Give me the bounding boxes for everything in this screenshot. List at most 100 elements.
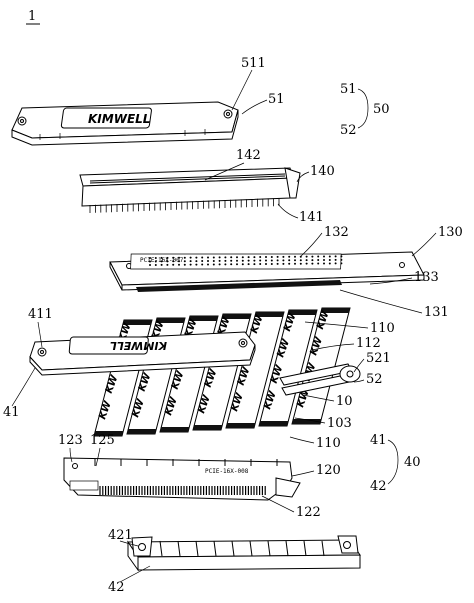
- pcb-contact-dot: [207, 260, 209, 262]
- pcb-contact-dot: [340, 255, 343, 258]
- bracket-rib: [213, 540, 217, 557]
- pcb-contact-dot: [317, 259, 320, 262]
- label-51: 51: [268, 92, 285, 107]
- label-51-legend: 51: [340, 82, 357, 97]
- bottom-bracket-42: [127, 535, 361, 572]
- label-140: 140: [310, 164, 335, 179]
- flex-cable-bottom-strip: [193, 425, 222, 430]
- pcb-contact-dot: [218, 256, 221, 259]
- pcb-contact-dot: [288, 262, 291, 265]
- pcb-contact-dot: [334, 258, 337, 261]
- pcb-contact-dot: [195, 260, 198, 263]
- label-411: 411: [28, 307, 53, 322]
- label-130: 130: [438, 225, 463, 240]
- bracket-rib: [177, 540, 181, 557]
- pcb-contact-dot: [224, 256, 227, 259]
- pcb-contact-dot: [160, 263, 163, 266]
- pcb-contact-dot: [195, 256, 198, 259]
- label-52: 52: [366, 372, 383, 387]
- pcb-contact-dot: [311, 255, 314, 258]
- label-42: 42: [108, 580, 125, 595]
- pcb-contact-dot: [207, 263, 209, 266]
- bracket-rib: [249, 540, 253, 557]
- flex-cable-top-strip: [123, 320, 152, 325]
- flex-cable-top-strip: [288, 310, 317, 315]
- pcb-contact-dot: [189, 256, 192, 259]
- pcb-contact-dot: [166, 256, 169, 259]
- pcb-contact-dot: [149, 260, 151, 263]
- pcb-contact-dot: [241, 259, 244, 262]
- adapter-card-120: PCIE-16X-008: [63, 457, 301, 501]
- pcb-contact-dot: [294, 262, 296, 265]
- bottom-bracket-ribs: [159, 540, 325, 557]
- pcb-contact-dot: [154, 260, 157, 263]
- pcb-contact-dot: [311, 262, 314, 265]
- pcb-contact-dot: [317, 255, 320, 258]
- pcb-contact-dot: [299, 262, 302, 265]
- pcb-contact-dot: [178, 260, 180, 263]
- bracket-rib: [285, 540, 289, 557]
- label-521: 521: [366, 351, 391, 366]
- pcb-contact-dot: [305, 262, 308, 265]
- pcb-contact-dot: [224, 259, 227, 262]
- pcb-contact-dot: [323, 259, 325, 261]
- flex-cable-top-strip: [255, 312, 284, 317]
- pcb-contact-dot: [189, 263, 192, 266]
- pcb-contact-dot: [253, 263, 256, 266]
- pcb-contact-dot: [311, 259, 314, 262]
- pcb-contact-dot: [178, 256, 180, 259]
- pcb-contact-dot: [218, 259, 221, 262]
- pcb-contact-dot: [166, 263, 169, 266]
- pcb-contact-dot: [154, 263, 157, 266]
- label-103: 103: [327, 416, 352, 431]
- bracket-rib: [267, 540, 271, 557]
- pcb-contact-dot: [166, 260, 169, 263]
- pcb-contact-dot: [218, 263, 221, 266]
- pcb-contact-dot: [201, 263, 204, 266]
- pcb-contact-dot: [154, 256, 157, 259]
- pcb-contact-dot: [201, 256, 204, 259]
- label-41-legend: 41: [370, 433, 387, 448]
- label-10: 10: [336, 394, 353, 409]
- pcb-contact-dot: [247, 263, 250, 266]
- label-421: 421: [108, 528, 133, 543]
- label-122: 122: [296, 505, 321, 520]
- label-132: 132: [324, 225, 349, 240]
- label-50: 50: [373, 102, 390, 117]
- pcb-contact-dot: [340, 262, 343, 265]
- pcb-contact-dot: [276, 262, 279, 265]
- pcb-contact-dot: [328, 262, 331, 265]
- pcb-contact-dot: [172, 256, 175, 259]
- pcb-contact-dot: [265, 263, 267, 265]
- pcb-contact-dot: [195, 263, 198, 266]
- flex-cable-top-strip: [189, 316, 218, 321]
- pcb-contact-dot: [259, 256, 262, 259]
- pcb-contact-dot: [334, 255, 337, 258]
- pcb-contact-dot: [160, 260, 163, 263]
- bracket-rib: [231, 540, 235, 557]
- pcb-contact-dot: [247, 259, 250, 262]
- connector-pins: [89, 198, 280, 213]
- label-131: 131: [424, 305, 449, 320]
- pcb-contact-dot: [149, 264, 151, 266]
- pcb-contact-dot: [189, 260, 192, 263]
- pcb-contact-dot: [265, 256, 267, 258]
- pcb-contact-dot: [172, 260, 175, 263]
- label-41: 41: [3, 405, 20, 420]
- pcb-contact-dot: [276, 255, 279, 258]
- pcb-contact-dot: [340, 258, 343, 261]
- top-bracket-51: KIMWELL: [11, 101, 239, 146]
- pcb-board-130: PCIE-16X-007: [109, 251, 425, 292]
- pcb-contact-dot: [282, 255, 285, 258]
- pcb-contact-dots: [149, 255, 343, 266]
- pcb-contact-dot: [212, 263, 215, 266]
- pcb-contact-dot: [270, 255, 273, 258]
- lower-bracket-brand: KIMWELL: [110, 339, 167, 352]
- pcb-contact-dot: [265, 259, 267, 262]
- label-110-top: 110: [370, 321, 395, 336]
- lower-bracket-41: KIMWELL: [29, 331, 256, 376]
- pcb-contact-dot: [328, 258, 331, 261]
- pcb-contact-dot: [282, 262, 285, 265]
- pcb-contact-dot: [230, 259, 233, 262]
